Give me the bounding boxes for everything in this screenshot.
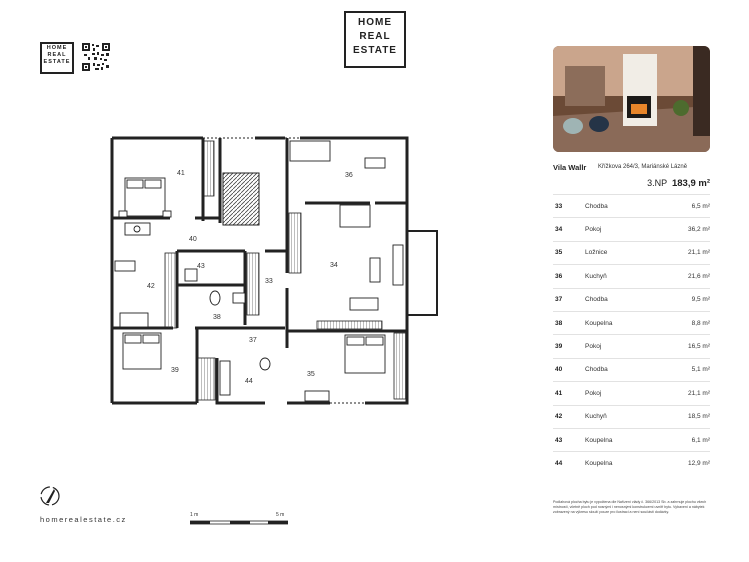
interior-photo [553,46,710,152]
qr-code-icon [82,43,110,71]
logo-line3: ESTATE [353,45,397,56]
room-label-33: 33 [265,278,273,285]
home-real-estate-logo-small: HOME REAL ESTATE [40,42,74,74]
room-label-34: 34 [330,262,338,269]
room-label-42: 42 [147,283,155,290]
floor-area-summary: 3.NP 183,9 m² [560,178,710,189]
website-link[interactable]: homerealestate.cz [40,515,127,524]
scale-end: 5 m [276,512,285,518]
logo-line1: HOME [358,17,392,28]
room-label-39: 39 [171,367,179,374]
room-label-38: 38 [213,314,221,321]
property-address: Křížkova 264/3, Mariánské Lázně [598,164,688,170]
logo-line3: ESTATE [43,59,71,65]
floor-plan: 33 34 35 36 37 38 39 40 41 42 43 44 [110,136,438,405]
room-label-43: 43 [197,263,205,270]
property-name: Vila Wallr [553,163,587,172]
room-label-44: 44 [245,378,253,385]
total-area: 183,9 m² [671,178,710,189]
logo-line1: HOME [46,45,68,51]
logo-line2: REAL [47,52,67,58]
scale-start: 1 m [190,512,199,518]
room-label-37: 37 [249,337,257,344]
logo-line2: REAL [359,31,391,42]
floor-label: 3.NP [647,178,667,188]
room-label-41: 41 [177,170,185,177]
room-label-36: 36 [345,172,353,179]
room-label-40: 40 [189,236,197,243]
home-real-estate-logo: HOME REAL ESTATE [344,11,406,68]
compass-icon [40,486,60,506]
room-label-35: 35 [307,371,315,378]
legal-note: Podlahová plocha bytu je vypočtena dle N… [553,500,707,514]
